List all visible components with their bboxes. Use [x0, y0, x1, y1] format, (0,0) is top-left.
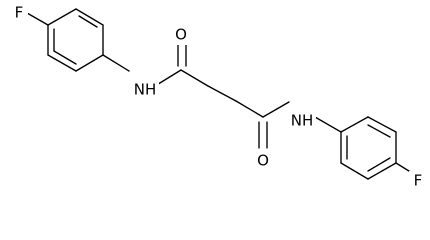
bond-top-fluorine	[26, 12, 49, 26]
bond-bottom-nh-ring	[314, 116, 342, 133]
fluorine-top-label: F	[15, 4, 24, 22]
nh-top-label: NH	[134, 81, 157, 99]
lower-phenyl-ring	[340, 116, 397, 180]
bond-chain-2	[207, 85, 237, 102]
oxygen-bottom-label: O	[257, 152, 269, 170]
bond-top-nh-carbonyl	[154, 69, 182, 87]
bond-chain-1	[180, 69, 209, 87]
upper-phenyl-ring	[47, 8, 104, 72]
bond-bottom-carbonyl-nh	[262, 101, 290, 118]
oxygen-top-label: O	[175, 26, 187, 44]
fluorine-bottom-label: F	[414, 172, 423, 190]
bond-top-ring-nh	[102, 54, 130, 72]
nh-bottom-label: NH	[291, 112, 314, 130]
chemical-structure: F NH O NH O F	[14, 3, 423, 190]
structure-canvas: F NH O NH O F	[14, 3, 423, 190]
bond-chain-3	[235, 100, 264, 118]
